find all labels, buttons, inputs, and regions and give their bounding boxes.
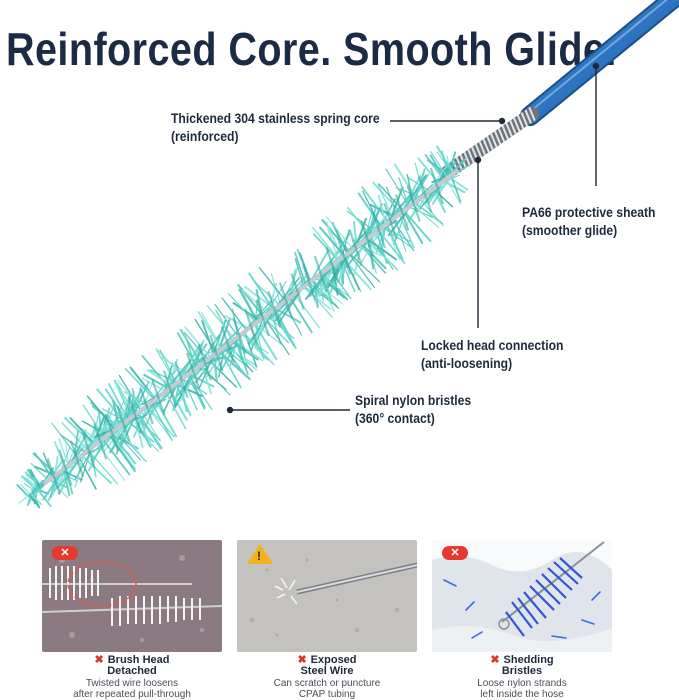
photo-head-detached: ✕ [42,540,222,652]
cross-icon: ✖ [490,654,500,666]
photo-exposed-wire: ! [237,540,417,652]
callout-core: Thickened 304 stainless spring core (rei… [171,111,380,144]
core-dot [498,117,506,125]
warning-triangle-icon: ! [247,544,273,564]
bristle-head [16,145,472,509]
bristle-dot [226,406,234,414]
photo-shedding-bristles: ✕ [432,540,612,652]
brush-illustration [16,0,679,509]
callout-connection: Locked head connection (anti-loosening) [421,338,564,371]
panel-shedding-bristles: ✕ ✖Shedding Bristles Loose nylon strands… [432,540,612,700]
spring-core [441,107,539,179]
callout-bristles: Spiral nylon bristles (360° contact) [355,393,472,426]
cross-icon: ✖ [94,654,104,666]
headline: Reinforced Core. Smooth Glide. [6,23,617,75]
error-x-icon: ✕ [52,546,78,560]
connection-dot [474,156,482,164]
comparison-panels: ✕ ✖Brush Head Detached Twisted wire loos… [42,540,620,700]
cross-icon: ✖ [297,654,307,666]
panel-title: ✖Exposed Steel Wire [297,654,357,677]
panel-title: ✖Brush Head Detached [94,654,170,677]
error-x-icon: ✕ [442,546,468,560]
panel-title: ✖Shedding Bristles [490,654,554,677]
panel-head-detached: ✕ ✖Brush Head Detached Twisted wire loos… [42,540,222,700]
callout-sheath: PA66 protective sheath (smoother glide) [522,205,656,238]
panel-exposed-wire: ! ✖Exposed Steel Wire Can scratch or pun… [237,540,417,700]
sheath-tube [520,0,679,126]
sheath-dot [592,62,600,70]
callout-leaders [226,62,600,414]
